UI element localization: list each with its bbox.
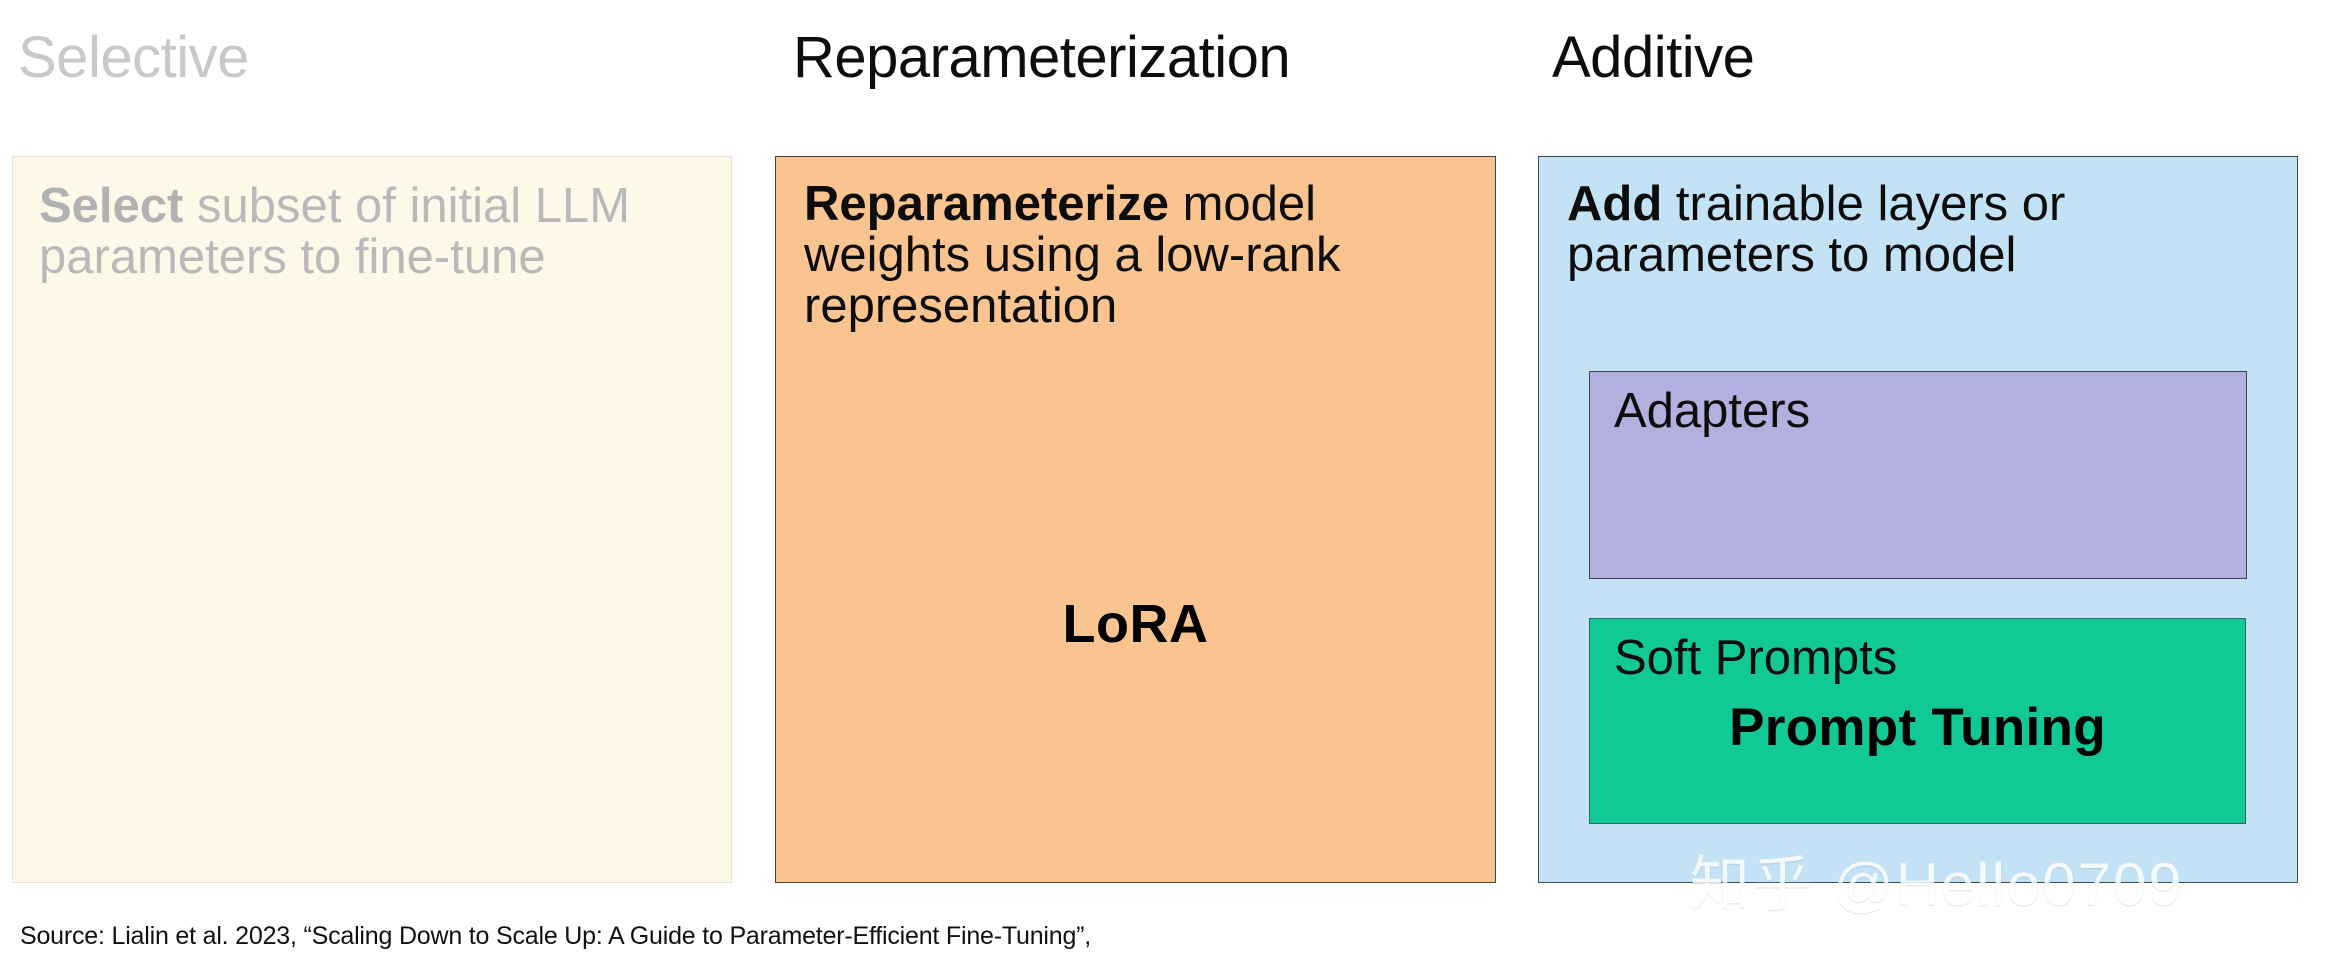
column-title-reparameterization: Reparameterization [793,25,1291,90]
panel-additive-body: trainable layers or parameters to model [1567,177,2066,282]
method-label-lora: LoRA [1062,594,1209,654]
panel-additive-text: Add trainable layers or parameters to mo… [1567,179,2283,281]
panel-selective-text: Select subset of initial LLM parameters … [39,181,697,283]
column-title-additive: Additive [1552,25,1755,90]
sub-box-adapters: Adapters [1589,371,2247,579]
panel-selective-lead: Select [39,179,184,233]
sub-box-soft-prompts: Soft Prompts Prompt Tuning [1589,618,2246,824]
panel-additive: Add trainable layers or parameters to mo… [1538,156,2298,883]
method-label-prompt-tuning: Prompt Tuning [1729,698,2106,757]
panel-reparameterization-text: Reparameterize model weights using a low… [804,179,1481,332]
panel-reparameterization-lead: Reparameterize [804,177,1169,231]
sub-box-adapters-label: Adapters [1614,384,1811,438]
column-title-selective: Selective [18,25,249,90]
panel-selective: Select subset of initial LLM parameters … [12,156,732,883]
sub-box-soft-prompts-label: Soft Prompts [1614,631,1898,685]
source-note: Source: Lialin et al. 2023, “Scaling Dow… [20,922,1092,950]
panel-reparameterization: Reparameterize model weights using a low… [775,156,1496,883]
panel-additive-lead: Add [1567,177,1663,231]
panel-reparameterization-body: model weights using a low-rank represent… [804,177,1341,333]
panel-selective-body: subset of initial LLM parameters to fine… [39,179,631,284]
